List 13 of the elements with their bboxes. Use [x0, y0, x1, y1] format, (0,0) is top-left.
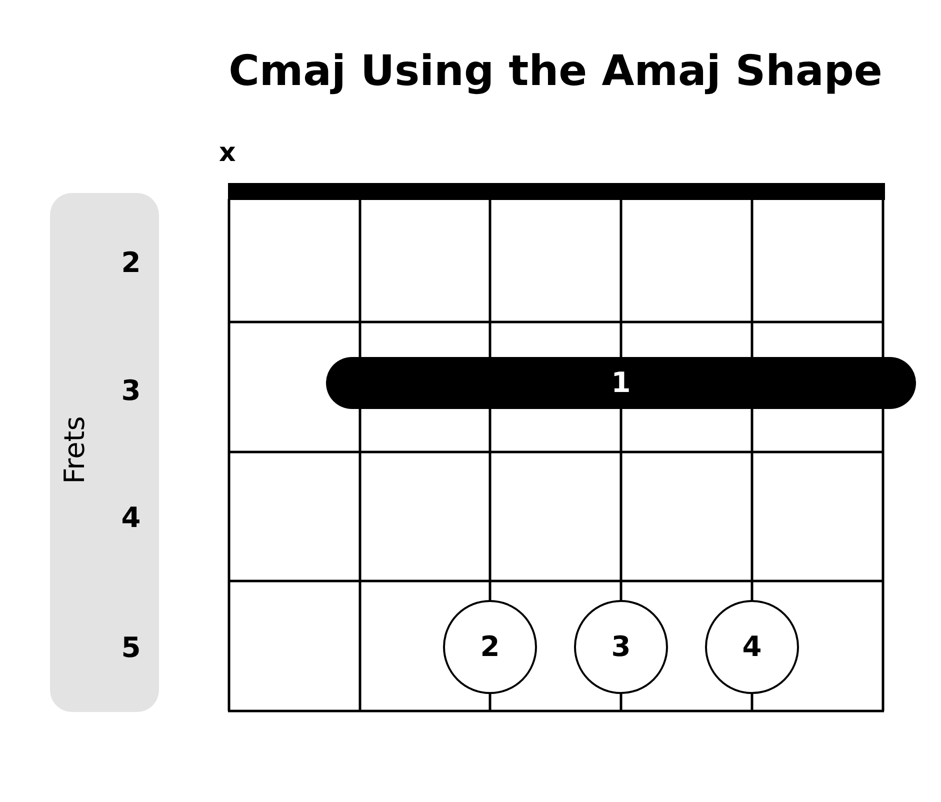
- muted-string-mark: x: [219, 140, 236, 166]
- fret-number: 4: [121, 504, 141, 532]
- fret-number: 5: [121, 634, 141, 662]
- fret-number: 2: [121, 249, 141, 277]
- finger-number: 2: [480, 633, 500, 661]
- finger-number: 3: [611, 633, 631, 661]
- finger-number: 4: [742, 633, 762, 661]
- fret-number-panel: [50, 193, 159, 712]
- chart-title: Cmaj Using the Amaj Shape: [228, 48, 882, 94]
- barre-bar: [326, 357, 916, 409]
- fret-number: 3: [121, 377, 141, 405]
- axis-label: Frets: [61, 416, 89, 484]
- finger-number: 1: [611, 369, 631, 397]
